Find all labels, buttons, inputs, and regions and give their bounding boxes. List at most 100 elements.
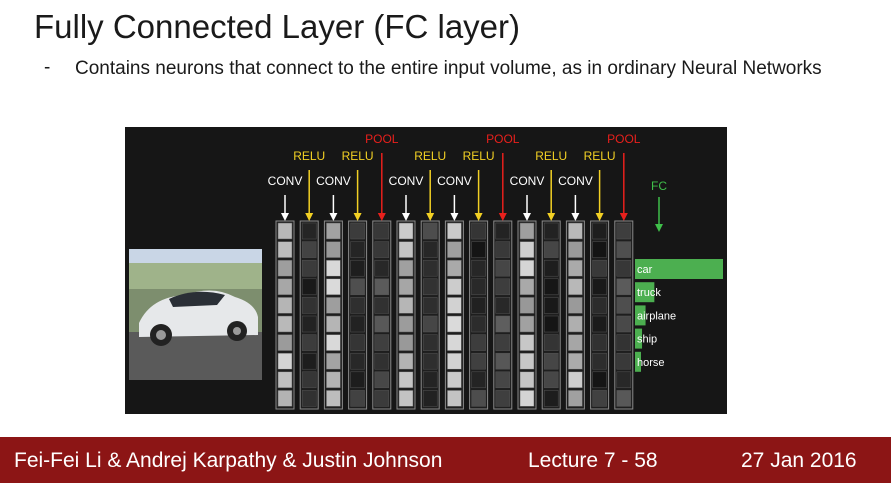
feature-map-tile (350, 297, 365, 314)
feature-map-tile (398, 352, 414, 370)
feature-map-tile (471, 297, 486, 314)
feature-map-tile (495, 297, 511, 314)
feature-map-tile (301, 297, 317, 314)
layer-arrow-head (329, 213, 338, 221)
feature-map-tile (422, 278, 438, 296)
class-label: airplane (637, 310, 676, 322)
feature-map-tile (301, 259, 317, 277)
feature-map-tile (277, 241, 293, 258)
feature-map-tile (301, 315, 317, 333)
activation-column (469, 220, 489, 410)
feature-map-tile (447, 334, 462, 351)
feature-map-tile (398, 241, 414, 258)
feature-map-tile (277, 297, 293, 314)
layer-arrow-head (426, 213, 435, 221)
feature-map-tile (543, 297, 559, 314)
feature-map-tile (568, 315, 583, 333)
layer-arrows (281, 153, 628, 221)
feature-map-tile (326, 241, 341, 258)
footer-authors: Fei-Fei Li & Andrej Karpathy & Justin Jo… (14, 449, 443, 472)
layer-label-conv: CONV (437, 174, 472, 188)
activation-column (348, 220, 368, 410)
feature-map-tile (568, 334, 583, 351)
feature-map-tile (374, 259, 390, 277)
feature-map-tile (616, 222, 632, 240)
feature-map-tile (592, 241, 607, 258)
bullet-text: Contains neurons that connect to the ent… (75, 58, 822, 79)
layer-labels: CONVRELUCONVRELUPOOLCONVRELUCONVRELUPOOL… (268, 132, 641, 188)
cnn-diagram: CONVRELUCONVRELUPOOLCONVRELUCONVRELUPOOL… (129, 132, 723, 410)
feature-map-tile (616, 297, 632, 314)
feature-map-tile (326, 259, 341, 277)
feature-map-tile (543, 259, 559, 277)
layer-arrow-head (571, 213, 580, 221)
activation-column (517, 220, 537, 410)
activation-column (323, 220, 343, 410)
feature-map-tile (568, 278, 583, 296)
feature-map-tile (495, 371, 511, 389)
feature-map-tile (277, 371, 293, 389)
feature-map-tile (326, 371, 341, 389)
feature-map-tile (616, 352, 632, 370)
feature-map-tile (592, 259, 607, 277)
feature-map-tile (447, 371, 462, 389)
feature-map-tile (543, 315, 559, 333)
layer-label-relu: RELU (584, 149, 616, 163)
activation-column (493, 220, 513, 410)
feature-map-tile (519, 390, 535, 407)
fc-arrow-head (655, 224, 663, 232)
feature-map-tile (592, 334, 607, 351)
layer-arrow-head (281, 213, 289, 221)
feature-map-tile (422, 259, 438, 277)
feature-map-tile (374, 371, 390, 389)
feature-map-tile (326, 278, 341, 296)
activation-column (275, 220, 295, 410)
feature-map-tile (374, 241, 390, 258)
class-bar (635, 328, 643, 349)
feature-map-tile (495, 259, 511, 277)
feature-map-tile (326, 315, 341, 333)
class-bar (635, 282, 655, 303)
feature-map-tile (374, 390, 390, 407)
feature-map-tile (277, 222, 293, 240)
feature-map-tile (471, 315, 486, 333)
feature-map-tile (616, 390, 632, 407)
feature-map-tile (301, 352, 317, 370)
feature-map-tile (350, 241, 365, 258)
feature-map-tile (495, 278, 511, 296)
feature-map-tile (301, 278, 317, 296)
feature-map-tile (592, 315, 607, 333)
feature-map-tile (374, 297, 390, 314)
layer-label-relu: RELU (293, 149, 325, 163)
feature-map-tile (495, 390, 511, 407)
feature-map-tile (301, 222, 317, 240)
feature-map-tile (495, 352, 511, 370)
feature-map-tile (398, 371, 414, 389)
feature-map-tile (592, 352, 607, 370)
feature-map-tile (350, 334, 365, 351)
layer-arrow-head (595, 213, 604, 221)
feature-map-tile (277, 259, 293, 277)
layer-arrow-head (377, 213, 386, 221)
feature-map-tile (350, 371, 365, 389)
feature-map-tile (471, 222, 486, 240)
feature-map-tile (543, 390, 559, 407)
feature-map-tile (519, 259, 535, 277)
feature-map-tile (350, 315, 365, 333)
feature-map-tile (568, 390, 583, 407)
activation-column (444, 220, 464, 410)
feature-map-tile (350, 222, 365, 240)
class-bar (635, 305, 646, 326)
layer-label-relu: RELU (535, 149, 567, 163)
activation-column (299, 220, 319, 410)
class-label: ship (637, 334, 657, 346)
fc-label: FC (651, 179, 667, 193)
layer-label-relu: RELU (463, 149, 495, 163)
feature-map-tile (422, 352, 438, 370)
layer-label-conv: CONV (389, 174, 424, 188)
feature-map-tile (616, 259, 632, 277)
layer-arrow-head (474, 213, 483, 221)
feature-map-tile (592, 371, 607, 389)
feature-map-tile (519, 352, 535, 370)
feature-map-tile (592, 222, 607, 240)
